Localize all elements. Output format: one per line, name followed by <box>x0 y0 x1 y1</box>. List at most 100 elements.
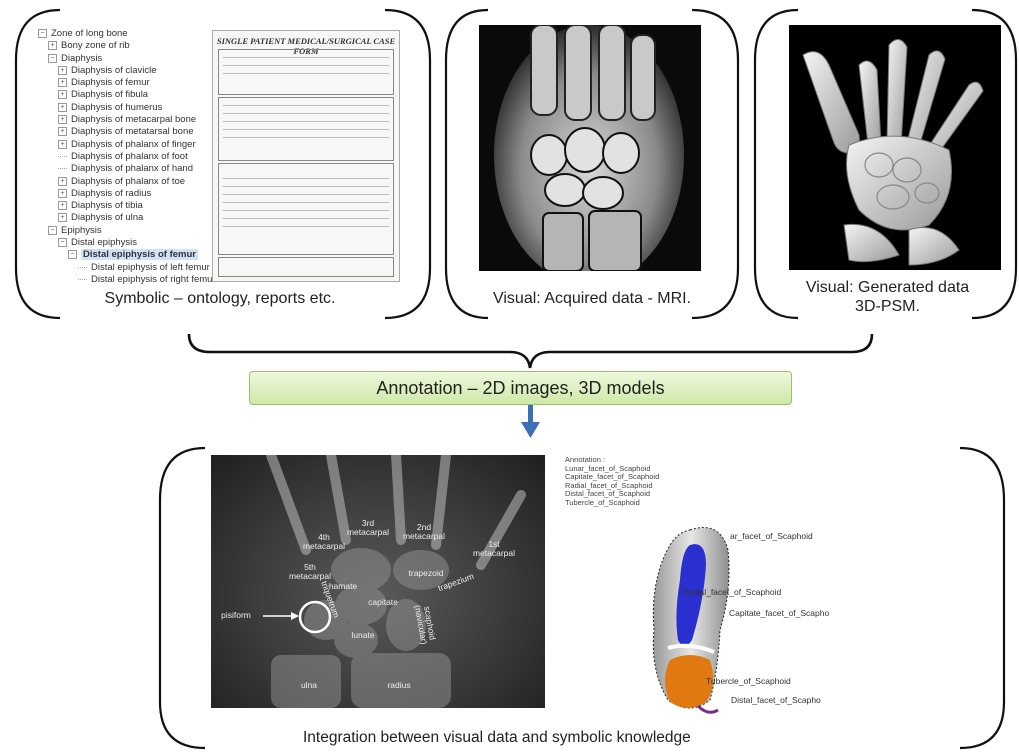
xray-label-2nd-metacarpal: 2nd metacarpal <box>399 523 449 541</box>
xray-label-3rd-metacarpal: 3rd metacarpal <box>343 519 393 537</box>
model-label-distal-facet: Distal_facet_of_Scapho <box>731 695 821 705</box>
tree-item-label: Diaphysis of phalanx of hand <box>71 163 193 174</box>
form-section-procedures <box>218 163 394 255</box>
expand-icon[interactable]: + <box>58 213 67 222</box>
xray-label-ulna: ulna <box>289 681 329 690</box>
tree-item-label: Diaphysis of fibula <box>71 89 148 100</box>
tree-item[interactable]: + Diaphysis of radius <box>38 188 210 200</box>
scaphoid-model <box>640 520 760 720</box>
expand-icon[interactable]: + <box>58 78 67 87</box>
tree-item-label: Zone of long bone <box>51 28 128 39</box>
xray-label-lunate: lunate <box>343 631 383 640</box>
expand-icon[interactable]: + <box>48 41 57 50</box>
collapse-icon[interactable]: − <box>58 238 67 247</box>
xray-label-4th-metacarpal: 4th metacarpal <box>299 533 349 551</box>
tree-leaf-connector <box>58 156 67 157</box>
tree-item[interactable]: −Epiphysis <box>38 225 210 237</box>
tree-item[interactable]: + Diaphysis of femur <box>38 77 210 89</box>
tree-item[interactable]: Diaphysis of phalanx of foot <box>38 151 210 163</box>
expand-icon[interactable]: + <box>58 115 67 124</box>
model-label-lunar-facet: ar_facet_of_Scaphoid <box>730 531 813 541</box>
form-section-patient <box>218 49 394 95</box>
tree-item[interactable]: Diaphysis of phalanx of hand <box>38 163 210 175</box>
ontology-tree: −Zone of long bone+Bony zone of rib−Diap… <box>38 28 210 278</box>
form-section-diagnosis <box>218 97 394 161</box>
annotation-bar: Annotation – 2D images, 3D models <box>249 371 792 405</box>
expand-icon[interactable]: + <box>58 140 67 149</box>
collapse-icon[interactable]: − <box>38 29 47 38</box>
tree-item[interactable]: −Distal epiphysis of femur <box>38 249 210 261</box>
psm-3d-model-image <box>789 25 1001 270</box>
tree-item-label: Distal epiphysis <box>71 237 137 248</box>
model-label-radial-facet: Radial_facet_of_Scaphoid <box>682 587 781 597</box>
annotation-list-item: Tubercle_of_Scaphoid <box>565 499 659 508</box>
tree-item-label: Distal epiphysis of left femur <box>91 262 210 273</box>
mri-image <box>479 25 701 271</box>
tree-item-label: Diaphysis of metacarpal bone <box>71 114 196 125</box>
collapse-icon[interactable]: − <box>48 54 57 63</box>
tree-item-label: Epiphysis <box>61 225 102 236</box>
tree-item[interactable]: + Diaphysis of phalanx of toe <box>38 176 210 188</box>
tree-item[interactable]: + Diaphysis of clavicle <box>38 65 210 77</box>
expand-icon[interactable]: + <box>58 177 67 186</box>
tree-item[interactable]: + Diaphysis of metacarpal bone <box>38 114 210 126</box>
collapse-icon[interactable]: − <box>48 226 57 235</box>
tree-item-label: Diaphysis of metatarsal bone <box>71 126 194 137</box>
tree-item[interactable]: Distal epiphysis of left femur <box>38 262 210 274</box>
xray-label-radius: radius <box>379 681 419 690</box>
case-form-image: SINGLE PATIENT MEDICAL/SURGICAL CASE FOR… <box>212 30 400 282</box>
tree-item[interactable]: + Diaphysis of ulna <box>38 212 210 224</box>
mri-caption: Visual: Acquired data - MRI. <box>462 290 722 308</box>
expand-icon[interactable]: + <box>58 66 67 75</box>
tree-item-label: Bony zone of rib <box>61 40 130 51</box>
xray-label-capitate: capitate <box>361 598 405 607</box>
collapse-icon[interactable]: − <box>68 250 77 259</box>
xray-label-pisiform: pisiform <box>211 611 261 620</box>
tree-item[interactable]: + Diaphysis of tibia <box>38 200 210 212</box>
integration-caption: Integration between visual data and symb… <box>303 729 691 747</box>
expand-icon[interactable]: + <box>58 90 67 99</box>
tree-item-label: Diaphysis of phalanx of finger <box>71 139 196 150</box>
model-label-capitate-facet: Capitate_facet_of_Scapho <box>729 608 829 618</box>
tree-item[interactable]: + Diaphysis of humerus <box>38 102 210 114</box>
model-label-tubercle: Tubercle_of_Scaphoid <box>706 676 791 686</box>
tree-item[interactable]: −Distal epiphysis <box>38 237 210 249</box>
tree-item-label: Diaphysis of phalanx of foot <box>71 151 188 162</box>
psm-caption-line1: Visual: Generated data <box>770 278 1005 297</box>
tree-item[interactable]: Distal epiphysis of right femur <box>38 274 210 286</box>
tree-item-label: Diaphysis of tibia <box>71 200 143 211</box>
tree-item-label: Diaphysis of femur <box>71 77 150 88</box>
tree-item-label: Distal epiphysis of right femur <box>91 274 216 285</box>
tree-item-label: Diaphysis of phalanx of toe <box>71 176 185 187</box>
tree-item[interactable]: + Bony zone of rib <box>38 40 210 52</box>
down-arrow <box>521 404 540 438</box>
tree-item[interactable]: + Diaphysis of metatarsal bone <box>38 126 210 138</box>
expand-icon[interactable]: + <box>58 103 67 112</box>
tree-leaf-connector <box>58 168 67 169</box>
tree-item[interactable]: −Zone of long bone <box>38 28 210 40</box>
tree-leaf-connector <box>78 279 87 280</box>
xray-label-trapezoid: trapezoid <box>401 569 451 578</box>
symbolic-caption: Symbolic – ontology, reports etc. <box>70 290 370 308</box>
tree-leaf-connector <box>78 267 87 268</box>
xray-label-5th-metacarpal: 5th metacarpal <box>285 563 335 581</box>
psm-caption-line2: 3D-PSM. <box>770 297 1005 316</box>
expand-icon[interactable]: + <box>58 189 67 198</box>
top-brace <box>189 334 872 368</box>
tree-item-label: Diaphysis of clavicle <box>71 65 157 76</box>
tree-item[interactable]: −Diaphysis <box>38 53 210 65</box>
tree-item-label: Distal epiphysis of femur <box>81 249 198 260</box>
expand-icon[interactable]: + <box>58 201 67 210</box>
xray-label-1st-metacarpal: 1st metacarpal <box>469 540 519 558</box>
psm-caption: Visual: Generated data 3D-PSM. <box>770 278 1005 316</box>
tree-item[interactable]: + Diaphysis of phalanx of finger <box>38 139 210 151</box>
tree-item[interactable]: + Diaphysis of fibula <box>38 89 210 101</box>
pisiform-arrow <box>263 612 299 620</box>
xray-image: 4th metacarpal 3rd metacarpal 2nd metaca… <box>211 455 545 708</box>
expand-icon[interactable]: + <box>58 127 67 136</box>
tree-item-label: Diaphysis of humerus <box>71 102 162 113</box>
form-section-footer <box>218 257 394 277</box>
tree-item-label: Diaphysis of ulna <box>71 212 143 223</box>
tree-item-label: Diaphysis of radius <box>71 188 151 199</box>
